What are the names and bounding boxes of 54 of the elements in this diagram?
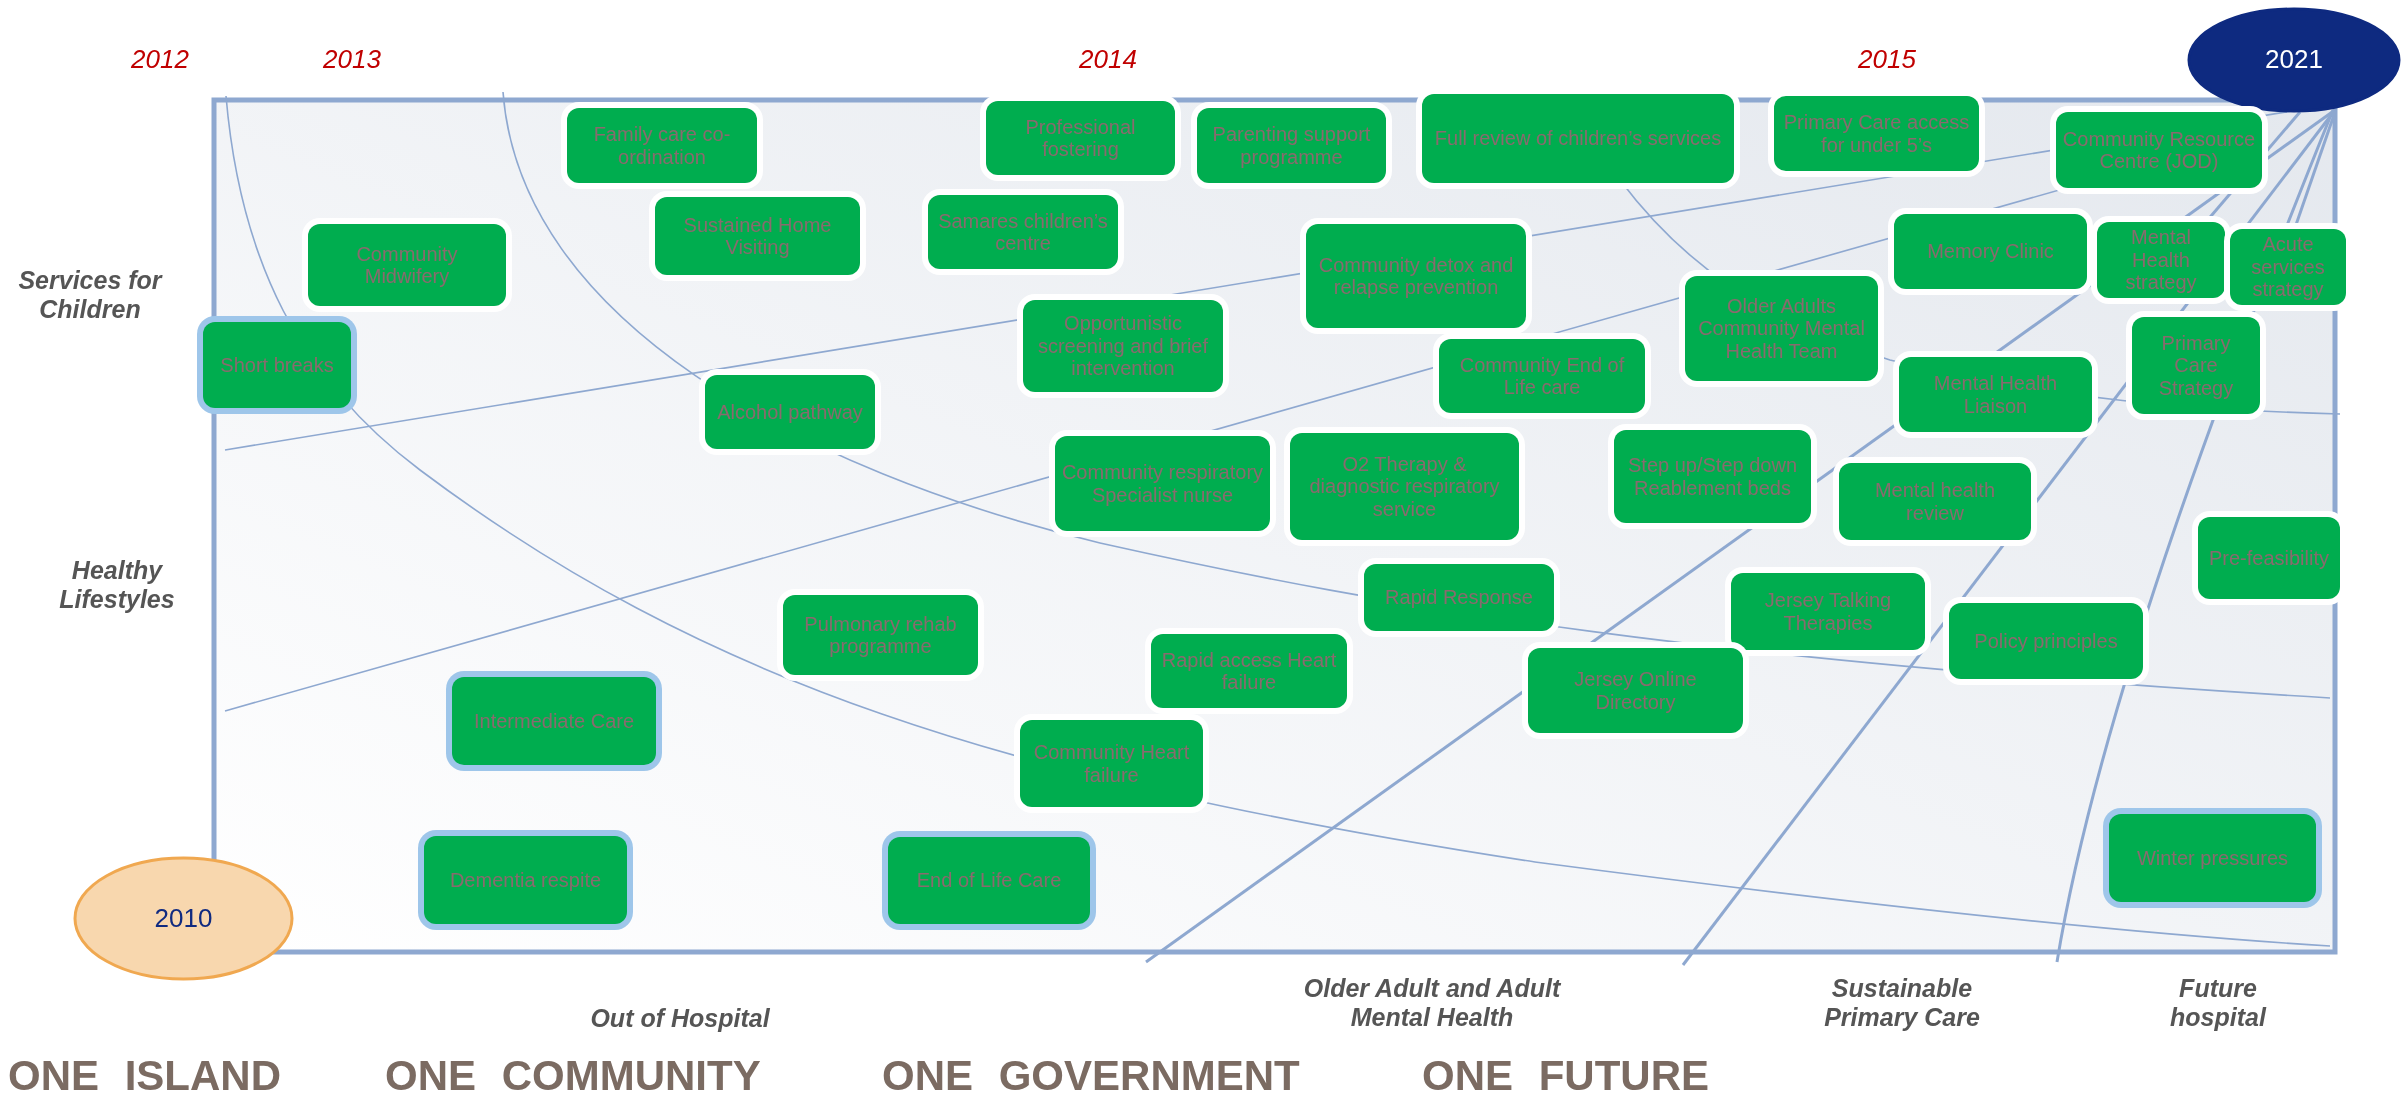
initiative-label: Alcohol pathway	[717, 400, 863, 424]
initiative-label: Policy principles	[1974, 629, 2118, 653]
initiative-label: End of Life Care	[916, 869, 1062, 892]
initiative-label: Rapid Response	[1385, 586, 1533, 609]
initiative-label: Community detox and relapse prevention	[1317, 253, 1515, 299]
initiative-label: Acute services strategy	[2250, 233, 2326, 301]
column-label: Sustainable Primary Care	[1823, 974, 1981, 1032]
column-label: Older Adult and Adult Mental Health	[1302, 974, 1562, 1032]
theme-heading: ONE COMMUNITY	[385, 1052, 761, 1100]
column-label: Out of Hospital	[589, 1004, 771, 1033]
year-ellipse	[2187, 7, 2401, 113]
initiative-label: Community Midwifery	[355, 242, 459, 288]
initiative-label: Primary Care Strategy	[2157, 331, 2235, 400]
initiative-label: Community Heart failure	[1032, 741, 1191, 786]
year-label: 2015	[1857, 44, 1917, 75]
year-label: 2014	[1078, 44, 1138, 75]
year-label: 2012	[130, 44, 190, 75]
initiative-label: Parenting support programme	[1211, 123, 1372, 168]
initiative-label: Jersey Online Directory	[1573, 668, 1698, 713]
initiative-label: Opportunistic screening and brief intervention	[1036, 312, 1210, 380]
initiative-label: Pulmonary rehab programme	[803, 612, 958, 658]
initiative-label: Pre-feasibility	[2208, 546, 2329, 570]
year-label: 2013	[322, 44, 382, 75]
initiative-label: Sustained Home Visiting	[682, 213, 833, 259]
initiative-label: Full review of children’s services	[1434, 127, 1722, 150]
initiative-label: Short breaks	[220, 353, 334, 377]
initiative-label: Rapid access Heart failure	[1160, 648, 1338, 694]
theme-heading: ONE ISLAND	[8, 1052, 281, 1100]
initiative-label: Community End of Life care	[1458, 353, 1626, 399]
initiative-label: Intermediate Care	[473, 709, 635, 733]
initiative-label: Community respiratory Specialist nurse	[1061, 461, 1264, 506]
year-ellipse	[73, 856, 294, 981]
initiative-label: Samares children’s centre	[937, 209, 1109, 255]
theme-heading: ONE FUTURE	[1422, 1052, 1709, 1100]
initiative-label: Mental health review	[1873, 479, 1997, 524]
initiative-label: Community Resource Centre (JOD)	[2062, 127, 2256, 173]
initiative-label: Primary Care access for under 5’s	[1782, 111, 1971, 156]
initiative-label: Older Adults Community Mental Health Team	[1697, 294, 1866, 363]
initiative-label: Professional fostering	[1024, 115, 1137, 161]
initiative-label: Dementia respite	[449, 868, 602, 892]
year-label: 2021	[2265, 45, 2323, 75]
initiative-label: Mental Health strategy	[2124, 226, 2198, 294]
theme-heading: ONE GOVERNMENT	[882, 1052, 1300, 1100]
initiative-label: Step up/Step down Reablement beds	[1627, 454, 1798, 499]
initiative-label: O2 Therapy & diagnostic respiratory service	[1308, 452, 1501, 521]
initiative-label: Family care co-ordination	[592, 123, 732, 168]
column-label: Future hospital	[2169, 974, 2268, 1032]
initiative-label: Winter pressures	[2136, 846, 2289, 870]
year-label: 2010	[154, 903, 213, 934]
row-label: Services for Children	[17, 266, 164, 324]
row-label: Healthy Lifestyles	[58, 556, 176, 614]
initiative-label: Jersey Talking Therapies	[1763, 589, 1893, 634]
initiative-label: Memory Clinic	[1927, 240, 2054, 263]
initiative-label: Mental Health Liaison	[1932, 372, 2059, 417]
